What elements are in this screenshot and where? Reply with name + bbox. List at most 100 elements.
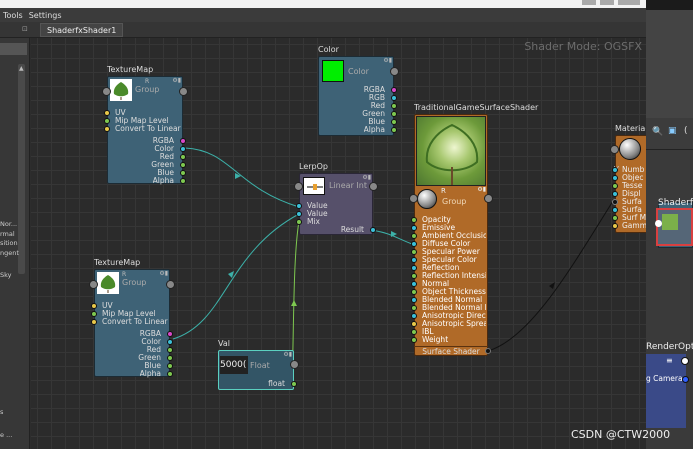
output-pin[interactable]: [391, 103, 397, 109]
node-texturemap-2[interactable]: TextureMap Group R ⚙▮ UV Mip Map Level C…: [89, 258, 175, 378]
input-pin[interactable]: [411, 225, 417, 231]
node-collapse-left[interactable]: [102, 87, 111, 96]
input-pin[interactable]: [612, 191, 618, 197]
node-settings-icon[interactable]: ⚙▮: [477, 186, 486, 193]
node-color[interactable]: Color Color ⚙▮ RGBA RGB Red Green Blue A…: [318, 45, 399, 136]
output-pin[interactable]: [391, 119, 397, 125]
output-pin[interactable]: [180, 178, 186, 184]
search-icon[interactable]: 🔍: [652, 127, 664, 137]
output-pin[interactable]: [370, 227, 376, 233]
output-pin[interactable]: [167, 363, 173, 369]
input-pin[interactable]: [411, 289, 417, 295]
library-item[interactable]: e ...: [0, 431, 13, 439]
float-value-field[interactable]: 5000(: [220, 356, 248, 374]
output-pin[interactable]: [291, 381, 297, 387]
node-collapse-right[interactable]: [166, 280, 175, 289]
node-collapse-left[interactable]: [294, 182, 303, 191]
tab-pin-icon[interactable]: ⊡: [22, 25, 28, 33]
output-pin[interactable]: [167, 355, 173, 361]
tab-shaderfx-shader[interactable]: ShaderfxShader1: [40, 23, 124, 37]
output-pin[interactable]: [180, 146, 186, 152]
node-texturemap-1[interactable]: TextureMap Group R ⚙▮ UV Mip Map Level C…: [102, 65, 188, 185]
input-pin[interactable]: [612, 175, 618, 181]
input-pin[interactable]: [411, 297, 417, 303]
bracket-icon[interactable]: (: [684, 126, 688, 136]
render-options-pin[interactable]: [681, 357, 689, 365]
input-pin[interactable]: [296, 203, 302, 209]
input-pin[interactable]: [91, 319, 97, 325]
node-settings-icon[interactable]: ⚙▮: [159, 270, 168, 277]
output-pin[interactable]: [485, 348, 491, 354]
input-pin[interactable]: [411, 281, 417, 287]
node-collapse-right[interactable]: [390, 67, 399, 76]
input-pin[interactable]: [91, 303, 97, 309]
minimize-icon[interactable]: [582, 0, 596, 5]
input-pin[interactable]: [296, 219, 302, 225]
node-graph-canvas[interactable]: Shader Mode: OGSFX TextureMap Group R ⚙▮…: [31, 38, 646, 449]
input-pin[interactable]: [411, 273, 417, 279]
library-item[interactable]: ngent: [0, 249, 19, 257]
output-pin[interactable]: [167, 347, 173, 353]
render-options-node[interactable]: ≡ g Camera: [646, 354, 686, 428]
node-collapse-right[interactable]: [369, 182, 378, 191]
material-surface-input-pin[interactable]: [612, 199, 618, 205]
library-item[interactable]: sition: [0, 239, 18, 247]
input-pin[interactable]: [104, 118, 110, 124]
input-pin[interactable]: [612, 183, 618, 189]
library-scrollbar[interactable]: ▲: [18, 64, 25, 274]
node-settings-icon[interactable]: ⚙▮: [362, 174, 371, 181]
output-pin[interactable]: [391, 87, 397, 93]
input-pin[interactable]: [411, 305, 417, 311]
menu-settings[interactable]: Settings: [28, 10, 62, 20]
output-pin[interactable]: [391, 111, 397, 117]
output-pin[interactable]: [391, 95, 397, 101]
library-item[interactable]: s: [0, 408, 4, 416]
output-pin[interactable]: [167, 339, 173, 345]
library-item[interactable]: Sky: [0, 271, 12, 279]
input-pin[interactable]: [612, 215, 618, 221]
node-collapse-right[interactable]: [484, 194, 493, 203]
output-pin[interactable]: [180, 170, 186, 176]
output-pin[interactable]: [167, 371, 173, 377]
node-surface-shader[interactable]: TraditionalGameSurfaceShader R Group ⚙▮ …: [409, 103, 538, 356]
input-pin[interactable]: [612, 207, 618, 213]
input-pin[interactable]: [411, 241, 417, 247]
input-pin[interactable]: [411, 217, 417, 223]
input-pin[interactable]: [411, 337, 417, 343]
node-settings-icon[interactable]: ⚙▮: [172, 77, 181, 84]
output-pin[interactable]: [180, 154, 186, 160]
node-collapse-left[interactable]: [409, 194, 418, 203]
menu-icon[interactable]: ≡: [666, 356, 673, 365]
library-item[interactable]: Nor...: [0, 220, 18, 228]
frame-icon[interactable]: ▣: [668, 126, 677, 136]
input-pin[interactable]: [612, 167, 618, 173]
shader-node-mini-selected[interactable]: [656, 208, 693, 246]
input-pin[interactable]: [411, 265, 417, 271]
node-collapse-left[interactable]: [610, 145, 619, 154]
input-pin[interactable]: [104, 126, 110, 132]
library-item[interactable]: rmal: [0, 230, 15, 238]
camera-pin[interactable]: [682, 376, 689, 383]
input-pin[interactable]: [411, 321, 417, 327]
node-settings-icon[interactable]: ⚙▮: [383, 57, 392, 64]
input-pin[interactable]: [411, 249, 417, 255]
mini-input-pin[interactable]: [655, 220, 662, 227]
input-pin[interactable]: [612, 223, 618, 229]
node-val[interactable]: Val 5000( Float ⚙▮ float: [218, 339, 299, 390]
input-pin[interactable]: [411, 257, 417, 263]
node-collapse-right[interactable]: [290, 360, 299, 369]
node-lerpop[interactable]: LerpOp Linear Int ⚙▮ Value Value Mix Res…: [294, 162, 378, 235]
library-search-input[interactable]: [0, 43, 27, 55]
output-pin[interactable]: [391, 127, 397, 133]
maximize-icon[interactable]: [600, 0, 614, 5]
node-settings-icon[interactable]: ⚙▮: [283, 351, 292, 358]
output-pin[interactable]: [180, 138, 186, 144]
close-icon[interactable]: [618, 0, 640, 5]
input-pin[interactable]: [411, 313, 417, 319]
input-pin[interactable]: [104, 110, 110, 116]
node-collapse-left[interactable]: [89, 280, 98, 289]
input-pin[interactable]: [296, 211, 302, 217]
input-pin[interactable]: [91, 311, 97, 317]
color-swatch[interactable]: [322, 60, 344, 82]
output-pin[interactable]: [167, 331, 173, 337]
